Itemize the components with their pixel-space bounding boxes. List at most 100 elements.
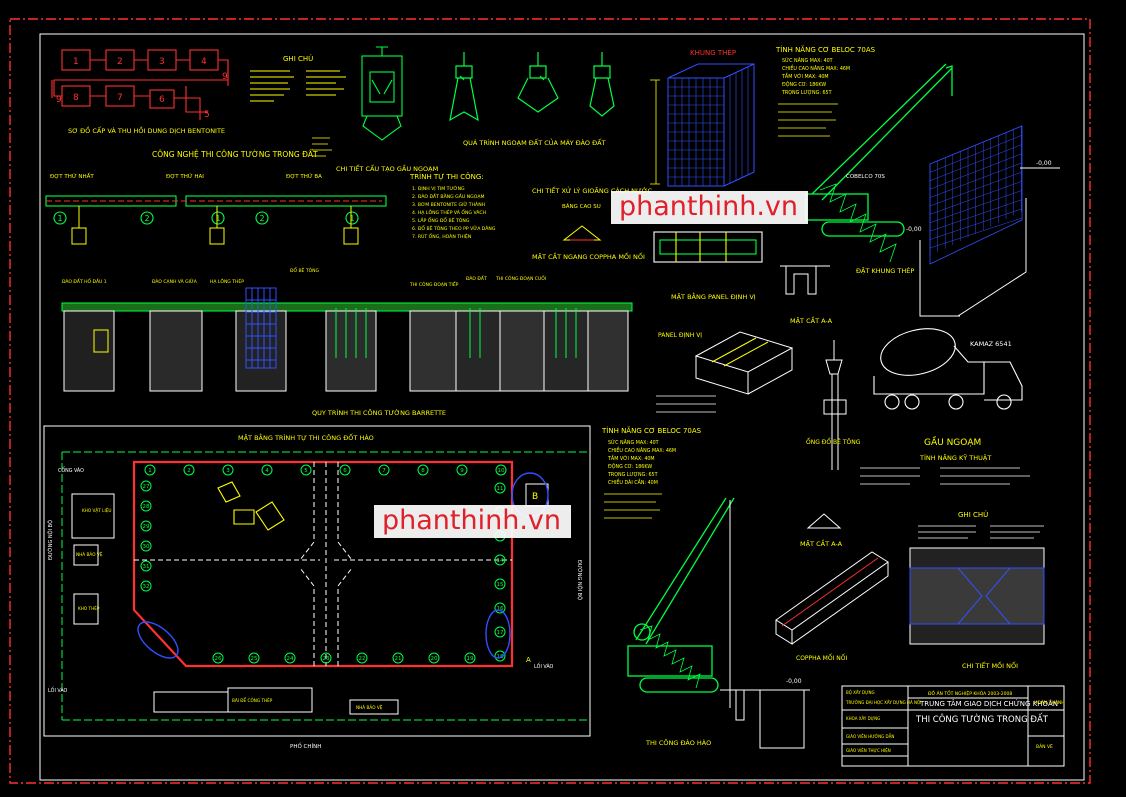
panel-marker bbox=[140, 480, 152, 492]
flow-label-4: 4 bbox=[201, 57, 207, 67]
building-bai-de-cong-thep bbox=[153, 691, 229, 713]
gau-ngoam-label: GẦU NGOẠM bbox=[924, 435, 981, 448]
grab-marker-1 bbox=[93, 329, 109, 353]
building-kho-vat-lieu bbox=[71, 493, 115, 539]
trinhtu-item-4: 4. HẠ LỒNG THÉP VÀ ỐNG VÁCH bbox=[412, 207, 486, 216]
congnghe-title: CÔNG NGHỆ THI CÔNG TƯỜNG TRONG ĐẤT bbox=[152, 149, 318, 159]
panel-marker-label: 31 bbox=[143, 564, 150, 570]
crane-spec-5: TRỌNG LƯỢNG: 65T bbox=[781, 90, 832, 96]
grid-line bbox=[929, 199, 1023, 232]
crane2-cab bbox=[627, 645, 713, 677]
panel-marker bbox=[494, 650, 506, 662]
quytrinh-title: QUY TRÌNH THI CÔNG TƯỜNG BARRETTE bbox=[312, 408, 446, 417]
panel-marker-label: 2 bbox=[187, 468, 191, 474]
crane2-spec-5: TRỌNG LƯỢNG: 65T bbox=[607, 472, 658, 478]
gate-label-2: LỐI VÀO bbox=[534, 662, 554, 670]
panel-marker bbox=[494, 578, 506, 590]
panel-marker bbox=[140, 540, 152, 552]
crane1-tracks bbox=[821, 221, 905, 237]
tb-left-4: GIÁO VIÊN HƯỚNG DẪN bbox=[846, 734, 894, 739]
bang-cao-su: BĂNG CAO SU bbox=[562, 203, 601, 210]
gate-label-1: CỔNG VÀO bbox=[58, 466, 84, 474]
panel-num-1: 1 bbox=[57, 214, 62, 223]
panel-number-labels: 1 2 1 2 1 bbox=[57, 214, 354, 223]
plan-gate-labels: CỔNG VÀO LỐI VÀO LỐI VÀO bbox=[48, 466, 554, 694]
barrette-panel-7 bbox=[499, 310, 545, 392]
ghichu-lines bbox=[250, 70, 346, 102]
crane1-boom bbox=[811, 63, 953, 201]
ghichu2-lines bbox=[918, 525, 1044, 539]
concrete-mixer-truck bbox=[873, 328, 1023, 410]
section-label-5: THI CÔNG ĐOẠN TIẾP bbox=[409, 280, 459, 288]
tb-right-1: HOÀN THÀNH bbox=[1034, 699, 1065, 706]
tinh-nang-kt-lines bbox=[860, 467, 1030, 485]
panel-marker-label: 20 bbox=[431, 656, 438, 662]
sheet-border-outer bbox=[9, 18, 1091, 784]
section-label-7: THI CÔNG ĐOẠN CUỐI bbox=[495, 274, 546, 282]
trinhtu-item-5: 5. LẮP ỐNG ĐỔ BÊ TÔNG bbox=[412, 216, 470, 224]
trinhtu-item-1: 1. ĐỊNH VỊ TIM TƯỜNG bbox=[412, 185, 465, 192]
crane2-spec-3: TẦM VỚI MAX: 40M bbox=[607, 454, 655, 462]
panel-marker bbox=[144, 464, 156, 476]
panel-marker-label: 6 bbox=[343, 468, 347, 474]
panel-marker bbox=[494, 554, 506, 566]
tb-left-1: BỘ XÂY DỰNG bbox=[846, 690, 875, 695]
dao-hao-trench bbox=[720, 500, 810, 749]
level-bottom: -0,00 bbox=[786, 678, 802, 685]
plan-street-left: ĐƯỜNG NỘI BỘ bbox=[47, 520, 54, 560]
barrette-panel-1 bbox=[63, 310, 115, 392]
trench-walls bbox=[919, 167, 1060, 317]
panel-marker bbox=[222, 464, 234, 476]
panel-marker-label: 1 bbox=[148, 468, 152, 474]
barrette-panel-2 bbox=[149, 310, 203, 392]
flow-num-9b: 9 bbox=[56, 95, 62, 105]
plan-grabbers bbox=[217, 481, 285, 531]
tb-left-5: GIÁO VIÊN THỰC HIỆN bbox=[846, 748, 891, 753]
watermark-middle: phanthinh.vn bbox=[374, 505, 572, 538]
section-a-detail bbox=[806, 513, 842, 529]
building-label-2: NHÀ BẢO VỆ bbox=[76, 552, 103, 557]
section-label-1: ĐÀO ĐẤT HỐ ĐẦU 1 bbox=[62, 277, 107, 285]
cutaway-title: MẶT CẮT NGANG COPPHA MỐI NỐI bbox=[532, 251, 645, 261]
crane2-spec-6: CHIỀU DÀI CẦN: 40M bbox=[608, 478, 658, 486]
barrette-cages bbox=[245, 287, 577, 369]
grab-title: QUÁ TRÌNH NGOẠM ĐẤT CỦA MÁY ĐÀO ĐẤT bbox=[463, 137, 606, 147]
flow-label-1: 1 bbox=[73, 57, 79, 67]
grab-2 bbox=[517, 52, 559, 113]
barrette-panel-5 bbox=[409, 310, 457, 392]
panel-marker bbox=[261, 464, 273, 476]
grid-line bbox=[929, 144, 1023, 182]
panel-plan bbox=[653, 231, 763, 263]
panel-marker bbox=[339, 464, 351, 476]
plan-panel-markers: 1234567891011121314151617181920212223242… bbox=[140, 464, 507, 664]
diaphragm-wall bbox=[132, 460, 514, 668]
title-block bbox=[841, 685, 1065, 767]
plan-building-labels: KHO VẬT LIỆU NHÀ BẢO VỆ KHO THÉP BÃI ĐỂ … bbox=[76, 508, 383, 710]
panel-marker-label: 17 bbox=[497, 630, 504, 636]
flow-label-7: 7 bbox=[117, 93, 123, 103]
panel-num-2: 2 bbox=[144, 214, 149, 223]
panel-marker-label: 14 bbox=[497, 558, 504, 564]
panel-marker-label: 8 bbox=[421, 468, 425, 474]
panel-marker-label: 9 bbox=[460, 468, 464, 474]
panel-marker bbox=[428, 652, 440, 664]
plan-cranes bbox=[137, 472, 549, 659]
dot-label-3: ĐỢT THỨ BA bbox=[286, 173, 322, 180]
trinhtu-title: TRÌNH TỰ THI CÔNG: bbox=[409, 172, 484, 181]
flow-label-6: 6 bbox=[159, 95, 165, 105]
crawler-crane-1 bbox=[805, 63, 953, 263]
sheet-border-inner bbox=[39, 33, 1085, 781]
flow-label-2: 2 bbox=[117, 57, 123, 67]
ghichu-title: GHI CHÚ bbox=[283, 54, 313, 63]
trinhtu-item-6: 6. ĐỔ BÊ TÔNG THEO PP VỮA DÂNG bbox=[412, 224, 496, 232]
panel-marker-label: 24 bbox=[287, 656, 294, 662]
section-label-6: ĐÀO ĐẤT bbox=[466, 274, 487, 282]
trinhtu-list: 1. ĐỊNH VỊ TIM TƯỜNG 2. ĐÀO ĐẤT BẰNG GẦU… bbox=[412, 185, 496, 240]
panel-marker-label: 3 bbox=[226, 468, 230, 474]
do-be-tong-label: ỐNG ĐỔ BÊ TÔNG bbox=[806, 438, 861, 446]
plan-label-a: A bbox=[526, 656, 531, 664]
trinhtu-item-7: 7. RÚT ỐNG, HOÀN THIỆN bbox=[412, 232, 471, 240]
panel-num-5: 1 bbox=[349, 214, 354, 223]
grab-3 bbox=[589, 52, 615, 117]
